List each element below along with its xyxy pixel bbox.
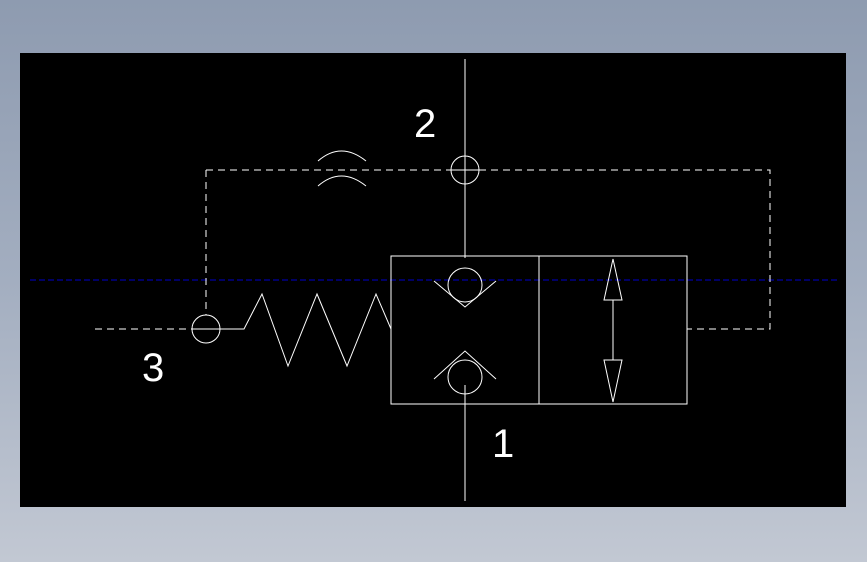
flow-arrow-head-up [603,258,623,301]
check-valve-seat-lower [433,350,497,380]
flow-arrow-head-down [603,359,623,403]
valve-schematic: 2 3 1 [30,59,840,501]
spring [220,292,392,368]
check-valve-ball-upper [447,267,483,303]
check-valve-ball-lower [447,359,483,395]
drawing-canvas: 2 3 1 [20,53,846,507]
port-2-label: 2 [414,102,436,146]
check-valve-seat-upper [433,280,497,308]
port-1-label: 1 [492,422,514,466]
port-3-label: 3 [142,346,164,390]
pilot-line-top [206,169,771,330]
orifice-restriction [317,150,367,187]
